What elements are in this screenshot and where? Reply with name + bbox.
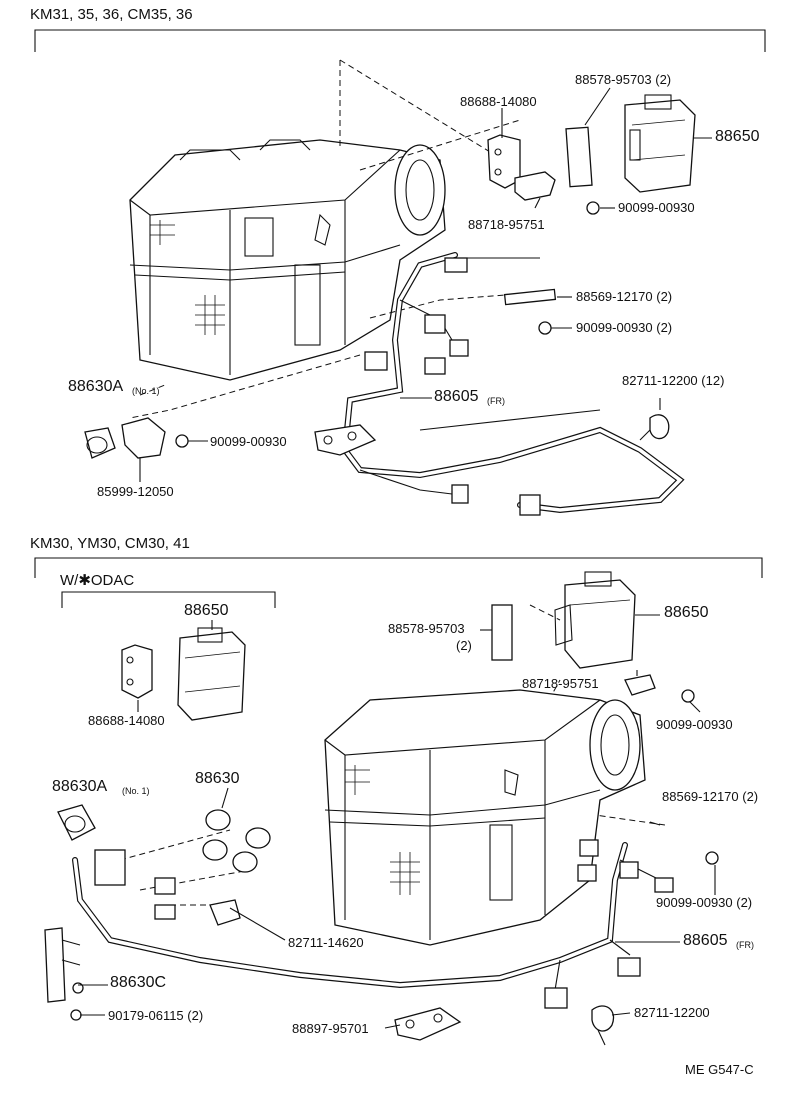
part-note: (No. 1) [132,386,160,396]
part-label: 88718-95751 [522,676,599,691]
bracket-icon [487,134,556,201]
part-label: 88630C [110,974,167,991]
grommet-icon [394,1007,462,1041]
computer-module-icon [624,94,696,193]
bottom-section-frame [34,557,763,608]
diagram-code: ME G547-C [685,1062,754,1077]
computer-module-icon [177,627,246,721]
heater-unit-icon [324,689,646,946]
part-label: 88688-14080 [460,94,537,109]
odac-subgroup-header: W/✱ODAC [60,572,135,589]
part-label: 88688-14080 [88,713,165,728]
part-qty: (2) [456,638,472,653]
wire-harness-icon [72,839,674,1009]
part-label: 88569-12170 (2) [662,789,759,804]
sensor-icon [84,417,166,482]
part-note: (FR) [487,396,505,406]
sensor-icon [57,804,271,926]
part-label: 88630 [195,770,240,787]
part-label: 88605 [683,932,728,949]
wire-harness-icon [341,252,685,516]
part-label: 88897-95701 [292,1021,369,1036]
part-label: 88605 [434,388,479,405]
bracket-icon [121,644,153,699]
part-note: (FR) [736,940,754,950]
part-label: 88630A [68,378,124,395]
part-label: 88578-95703 (2) [575,72,672,87]
part-label: 88650 [715,128,760,145]
clamp-icon [591,1005,615,1046]
part-label: 88630A [52,778,108,795]
top-section-header: KM31, 35, 36, CM35, 36 [30,6,193,23]
part-label: 88650 [664,604,709,621]
part-note: (No. 1) [122,786,150,796]
top-leader-lines [129,59,521,419]
computer-module-icon [554,571,636,669]
clamp-icon [639,414,670,441]
part-label: 88569-12170 (2) [576,289,673,304]
part-label: 88718-95751 [468,217,545,232]
relay-icon [44,927,84,1021]
bottom-section-header: KM30, YM30, CM30, 41 [30,535,190,552]
part-label: 90099-00930 (2) [576,320,673,335]
pad-icon [565,126,593,188]
part-label: 90099-00930 [618,200,695,215]
part-label: 88578-95703 [388,621,465,636]
heater-unit-icon [129,139,446,381]
clamp-icon [624,674,656,696]
pad-icon [491,604,513,661]
top-label-leaders [188,87,712,442]
top-section-frame [34,29,766,52]
part-label: 90099-00930 (2) [656,895,753,910]
part-label: 82711-12200 (12) [622,373,725,388]
clip-icon [503,288,557,306]
grommet-icon [314,424,377,456]
part-label: 82711-12200 [634,1005,710,1020]
part-label: 90099-00930 [656,717,733,732]
bolt-icon [681,689,719,865]
part-label: 90179-06115 (2) [108,1008,204,1023]
bottom-label-leaders [78,614,716,1029]
part-label: 90099-00930 [210,434,287,449]
part-label: 85999-12050 [97,484,174,499]
part-label: 82711-14620 [288,935,364,950]
part-label: 88650 [184,602,229,619]
